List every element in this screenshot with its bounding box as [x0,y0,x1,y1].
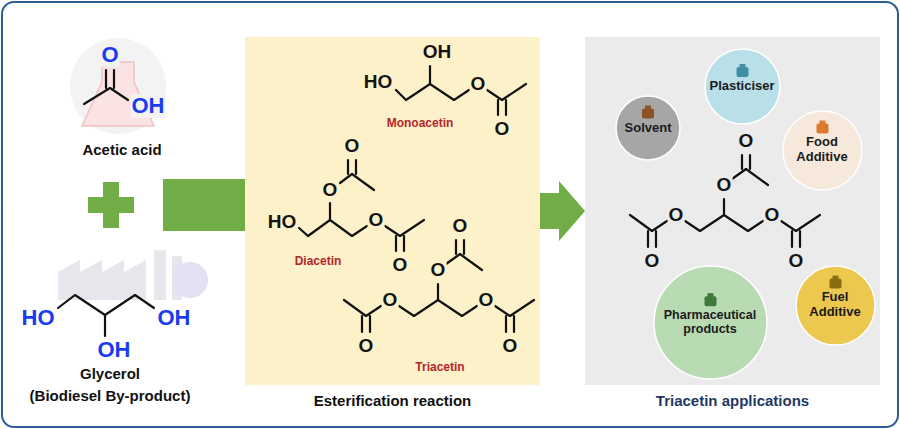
atom-label: O [502,336,519,357]
plus-sign [88,182,134,228]
atom-label: O [368,210,385,231]
application-label: Plasticiser [709,79,774,94]
application-circle: Pharmaceutical products [653,265,768,380]
factory-icon [172,262,208,298]
flask-icon [70,38,166,134]
product-name: Triacetin [414,361,465,374]
app-icon [832,275,838,279]
factory-icon [58,250,208,300]
molecule-bonds [58,295,154,336]
circle-label-group: Solvent [625,121,672,136]
atom-label: O [358,336,375,357]
circle-fill [616,96,680,160]
app-icon [829,278,841,288]
molecule-bonds [299,160,424,251]
atom-label: O [644,251,661,272]
atom-label: O [716,175,733,196]
circle-label-group: Fuel Additive [803,290,867,320]
circle-label-group: Pharmaceutical products [660,308,760,337]
flask-icon [70,38,166,134]
application-label: Solvent [625,121,672,136]
panel-ground [245,37,540,385]
atom-label: O [470,74,487,95]
circle-label-group: Plasticiser [709,79,774,94]
arrow-body [163,179,245,231]
application-label: Pharmaceutical products [660,308,760,337]
circle-label-group: Food Additive [790,135,854,165]
circle-fill [705,49,780,124]
factory-icon [154,250,166,300]
atom-label: O [494,119,511,140]
app-icon [816,123,828,133]
circle-fill [796,266,875,345]
block-arrow [540,181,585,241]
compound-name: Glycerol [79,366,141,383]
app-icon [707,293,713,297]
molecule-bonds [396,66,526,115]
app-icon [704,296,716,306]
panel-ground [585,37,880,385]
atom-label: O [668,205,685,226]
factory-icon [58,260,146,300]
atom-label: OH [131,94,166,118]
molecule-bonds [344,240,534,332]
atom-label: OH [97,338,132,362]
atom-label: O [322,180,339,201]
application-circle: Food Additive [782,110,863,191]
application-label: Food Additive [790,135,854,165]
atom-label: O [430,260,447,281]
app-icon [642,109,654,119]
circle-fill [783,111,862,190]
application-label: Fuel Additive [803,290,867,320]
product-name: Monoacetin [386,117,455,130]
app-icon [819,120,825,124]
panel-heading: Triacetin applications [585,392,880,409]
atom-label: HO [267,212,298,233]
atom-label: O [788,251,805,272]
application-circle: Solvent [615,95,681,161]
application-circle: Plasticiser [704,48,781,125]
atom-label: O [382,290,399,311]
plus-sign [103,182,119,228]
app-icon [736,67,748,77]
product-name: Diacetin [294,255,343,268]
circle-fill [654,266,767,379]
atom-label: O [738,131,755,152]
stage-panel: Triacetin applicationsSolventPlasticiser… [585,37,880,385]
atom-label: O [392,255,409,276]
atom-label: OH [422,42,453,63]
application-circle: Fuel Additive [795,265,876,346]
panel-ground [245,37,880,385]
atom-label: O [452,216,469,237]
atom-label: O [764,205,781,226]
panel-heading: Esterification reaction [245,392,540,409]
atom-label: O [344,136,361,157]
molecule-bonds [84,70,128,104]
atom-label: OH [157,306,192,330]
compound-name: (Biodiesel By-product) [29,388,192,405]
atom-label: HO [21,306,56,330]
compound-name: Acetic acid [81,142,162,159]
app-icon [739,64,745,68]
atom-label: O [478,290,495,311]
atom-label: HO [363,72,394,93]
atom-label: O [100,43,119,67]
app-icon [645,106,651,110]
